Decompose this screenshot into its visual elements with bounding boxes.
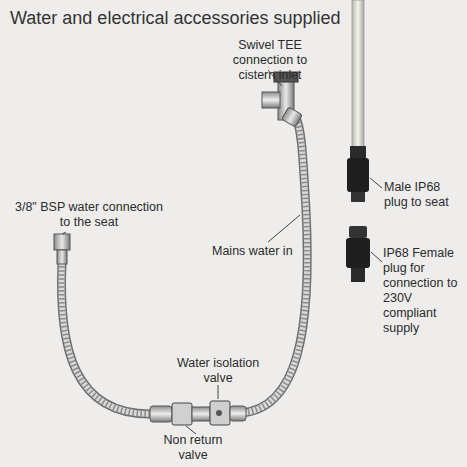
title: Water and electrical accessories supplie… — [10, 8, 341, 29]
part-label: Non return valve — [158, 433, 228, 463]
part-label: IP68 Female plug for connection to 230V … — [383, 246, 463, 336]
part-label: Water isolation valve — [173, 356, 263, 386]
part-label: 3/8" BSP water connection to the seat — [14, 200, 164, 230]
part-label: Mains water in — [212, 244, 322, 259]
part-label: Swivel TEE connection to cistern inlet — [215, 38, 325, 83]
part-label: Male IP68 plug to seat — [384, 180, 462, 210]
